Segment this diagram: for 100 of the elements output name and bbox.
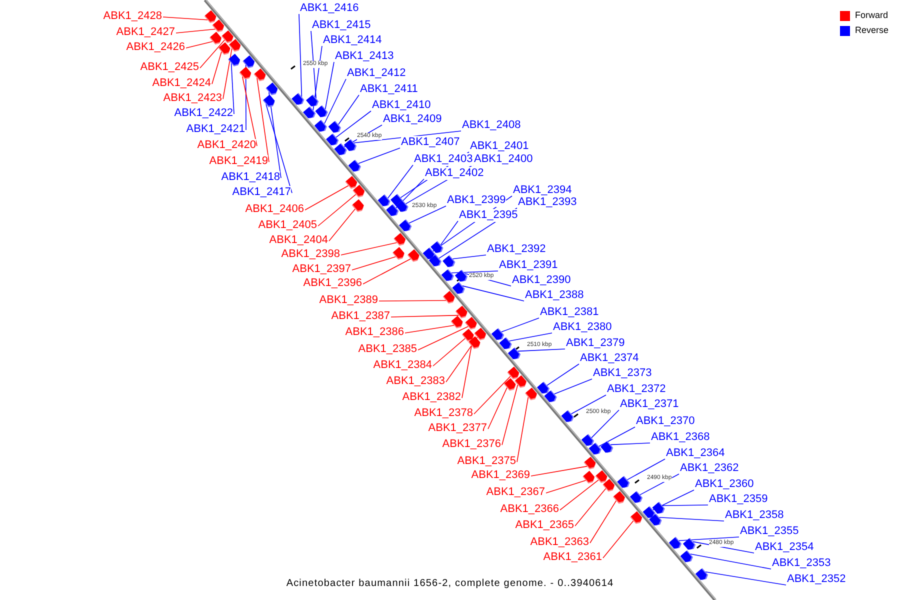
gene-glyph bbox=[652, 502, 665, 514]
leader-line bbox=[176, 28, 216, 34]
gene-glyph bbox=[242, 55, 255, 68]
leader-line bbox=[328, 208, 356, 242]
leader-line bbox=[312, 46, 322, 111]
gene-label: ABK1_2373 bbox=[593, 367, 652, 380]
gene-label: ABK1_2423 bbox=[163, 92, 222, 105]
gene-glyph bbox=[442, 290, 455, 304]
gene-glyph bbox=[262, 94, 275, 108]
leader-line bbox=[404, 325, 454, 334]
leader-line bbox=[610, 442, 650, 446]
gene-label: ABK1_2394 bbox=[513, 184, 572, 197]
leader-line bbox=[508, 332, 552, 342]
gene-glyph bbox=[352, 199, 364, 212]
leader-line bbox=[690, 554, 772, 570]
gene-label: ABK1_2410 bbox=[372, 99, 431, 112]
gene-glyph bbox=[504, 378, 516, 391]
leader-line bbox=[662, 504, 708, 506]
gene-glyph bbox=[474, 328, 486, 340]
gene-label: ABK1_2376 bbox=[442, 438, 501, 451]
leader-line bbox=[362, 258, 411, 284]
leader-line bbox=[452, 254, 486, 260]
gene-glyph bbox=[525, 388, 537, 400]
gene-label: ABK1_2355 bbox=[740, 525, 799, 538]
gene-label: ABK1_2362 bbox=[680, 462, 739, 475]
leader-line bbox=[546, 480, 586, 494]
gene-label: ABK1_2421 bbox=[186, 123, 245, 136]
gene-glyph bbox=[682, 538, 696, 550]
gene-label: ABK1_2363 bbox=[530, 536, 589, 549]
gene-label: ABK1_2369 bbox=[471, 469, 530, 482]
gene-glyph bbox=[315, 105, 328, 118]
leader-line bbox=[590, 500, 617, 544]
gene-label: ABK1_2418 bbox=[221, 171, 280, 184]
gene-label: ABK1_2374 bbox=[580, 352, 639, 365]
gene-label: ABK1_2409 bbox=[383, 113, 442, 126]
gene-glyph bbox=[407, 249, 420, 262]
gene-label: ABK1_2426 bbox=[126, 41, 185, 54]
gene-label: ABK1_2420 bbox=[197, 139, 256, 152]
gene-glyph bbox=[326, 134, 339, 146]
gene-glyph bbox=[344, 139, 357, 152]
gene-label: ABK1_2427 bbox=[116, 26, 175, 39]
gene-glyph bbox=[334, 143, 347, 156]
gene-glyph bbox=[464, 316, 477, 330]
gene-label: ABK1_2416 bbox=[300, 2, 359, 15]
gene-label: ABK1_2415 bbox=[312, 19, 371, 32]
gene-glyph bbox=[602, 478, 615, 492]
leader-line bbox=[408, 206, 446, 224]
gene-glyph bbox=[582, 470, 595, 484]
leader-line bbox=[358, 148, 400, 164]
gene-label: ABK1_2393 bbox=[518, 196, 577, 209]
gene-glyph bbox=[430, 241, 444, 254]
leader-line bbox=[678, 536, 740, 541]
caption: Acinetobacter baumannii 1656-2, complete genome. - 0..3940614 bbox=[286, 578, 614, 589]
leader-line bbox=[516, 396, 529, 462]
gene-label: ABK1_2401 bbox=[470, 140, 529, 153]
gene-glyph bbox=[228, 54, 240, 66]
gene-label: ABK1_2359 bbox=[709, 493, 768, 506]
gene-glyph bbox=[630, 511, 642, 524]
gene-label: ABK1_2411 bbox=[360, 83, 418, 96]
gene-label: ABK1_2365 bbox=[515, 519, 574, 532]
gene-glyph bbox=[204, 10, 216, 23]
leader-line bbox=[488, 387, 508, 430]
leader-line bbox=[304, 185, 349, 210]
gene-glyph bbox=[462, 328, 474, 342]
gene-glyph bbox=[600, 440, 614, 453]
gene-label: ABK1_2381 bbox=[540, 306, 599, 319]
legend-label: Reverse bbox=[855, 25, 889, 36]
leader-line bbox=[418, 326, 468, 350]
gene-glyph bbox=[221, 30, 234, 44]
leader-line bbox=[570, 394, 606, 414]
gene-label: ABK1_2396 bbox=[303, 277, 362, 290]
gene-glyph bbox=[450, 316, 463, 328]
gene-glyph bbox=[581, 434, 594, 446]
gene-glyph bbox=[508, 347, 521, 360]
leader-line bbox=[658, 517, 724, 522]
leader-line bbox=[502, 384, 518, 446]
leader-line bbox=[462, 285, 524, 302]
gene-glyph bbox=[306, 94, 319, 107]
leader-line bbox=[602, 520, 634, 558]
gene-glyph bbox=[499, 337, 512, 350]
leader-line bbox=[245, 64, 246, 130]
leader-line bbox=[591, 410, 620, 438]
gene-glyph bbox=[212, 20, 224, 32]
gene-label: ABK1_2428 bbox=[103, 10, 162, 23]
gene-glyph bbox=[345, 176, 358, 189]
gene-label: ABK1_2413 bbox=[335, 50, 394, 63]
leader-line bbox=[200, 40, 225, 68]
gene-label: ABK1_2387 bbox=[331, 310, 390, 323]
gene-label: ABK1_2425 bbox=[140, 61, 199, 74]
leader-line bbox=[574, 488, 606, 526]
gene-glyph bbox=[303, 106, 316, 118]
gene-label: ABK1_2383 bbox=[386, 375, 445, 388]
leader-line bbox=[268, 92, 282, 178]
gene-label: ABK1_2412 bbox=[347, 67, 406, 80]
gene-label: ABK1_2372 bbox=[607, 383, 666, 396]
leader-line bbox=[501, 318, 540, 332]
gene-label: ABK1_2370 bbox=[636, 415, 695, 428]
gene-label: ABK1_2384 bbox=[373, 359, 432, 372]
leader-line bbox=[530, 466, 588, 476]
gene-label: ABK1_2360 bbox=[695, 478, 754, 491]
